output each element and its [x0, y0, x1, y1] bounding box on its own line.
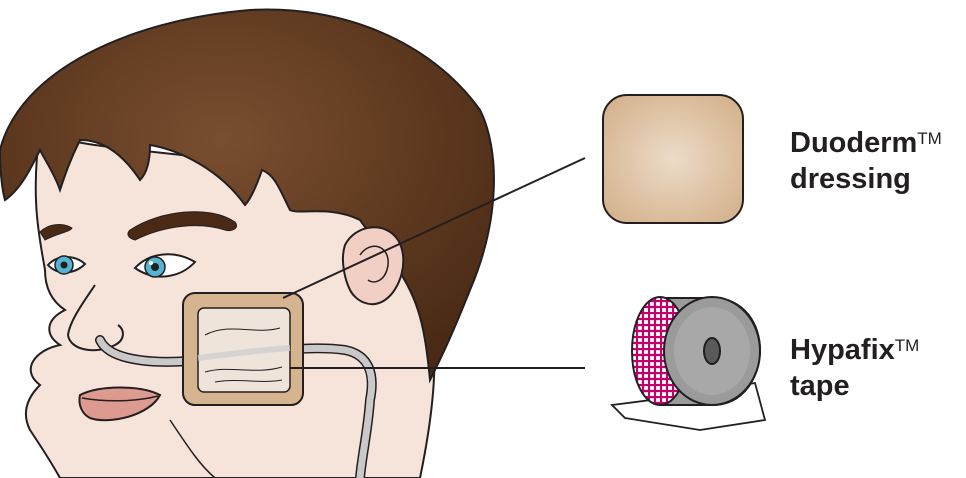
duoderm-type: dressing — [790, 163, 911, 195]
hypafix-tape-icon — [612, 297, 765, 430]
duoderm-label: DuodermTM dressing — [790, 125, 942, 197]
hypafix-trademark: TM — [895, 336, 920, 355]
head — [0, 10, 494, 478]
hypafix-label: HypafixTM tape — [790, 332, 919, 404]
hypafix-name: Hypafix — [790, 334, 895, 366]
duoderm-name: Duoderm — [790, 127, 917, 159]
hypafix-type: tape — [790, 370, 850, 402]
duoderm-trademark: TM — [917, 129, 942, 148]
duoderm-dressing-icon — [603, 95, 743, 223]
cheek-dressing — [183, 293, 303, 405]
